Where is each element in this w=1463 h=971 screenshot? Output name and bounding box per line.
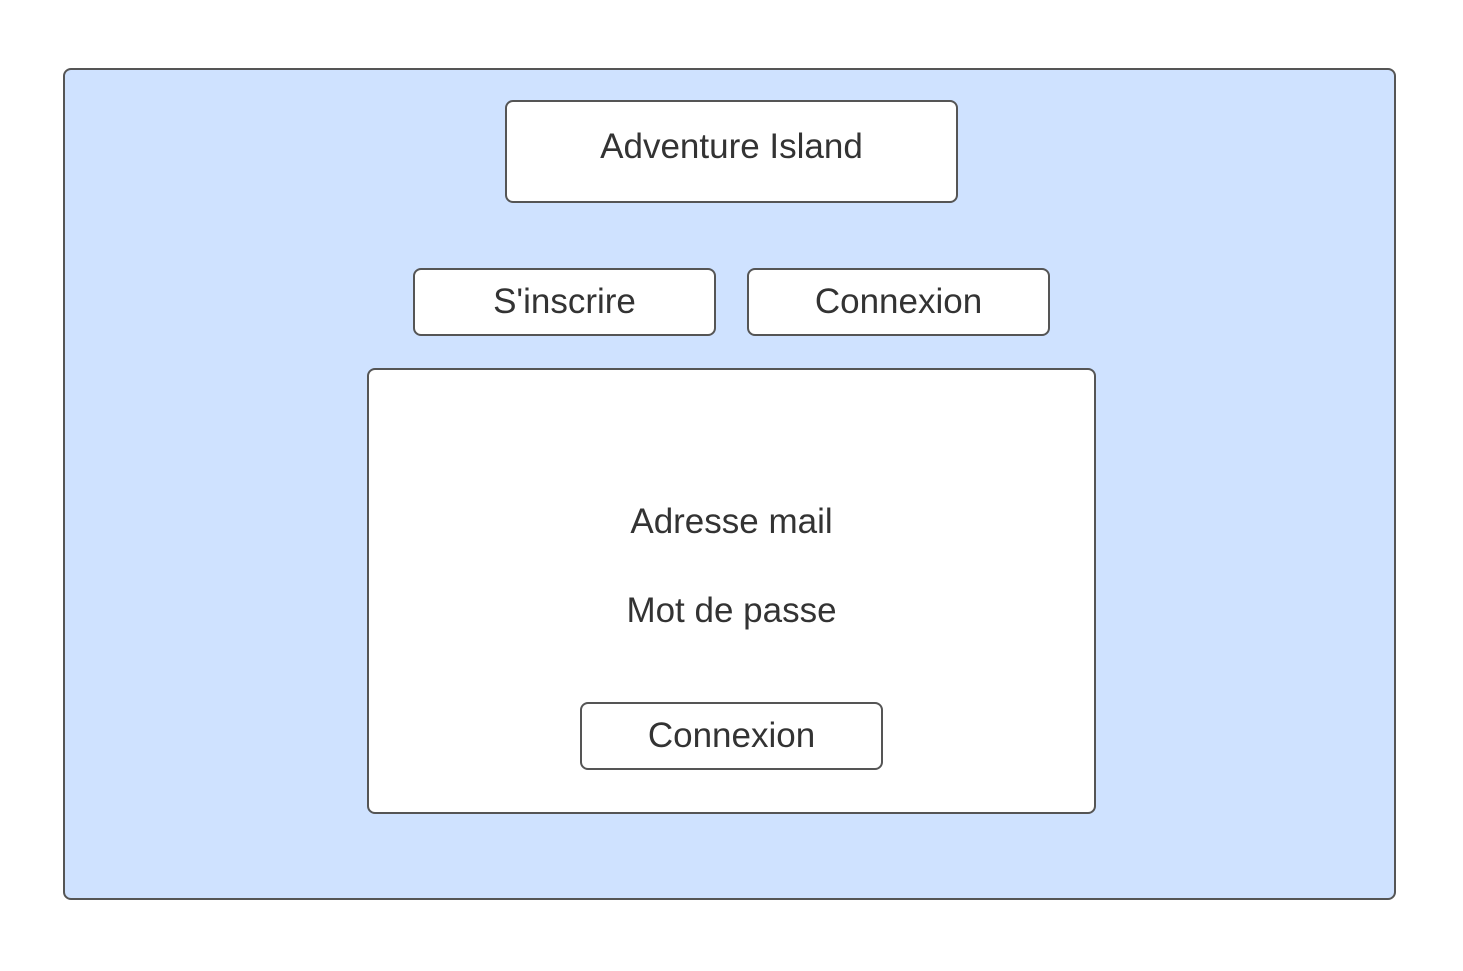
app-title: Adventure Island xyxy=(600,126,863,166)
login-tab-label: Connexion xyxy=(814,282,983,321)
login-submit-label: Connexion xyxy=(647,716,816,755)
email-field[interactable]: Adresse mail xyxy=(369,502,1094,542)
login-submit-button[interactable]: Connexion xyxy=(580,702,883,770)
email-field-label: Adresse mail xyxy=(630,502,833,541)
signup-tab-button[interactable]: S'inscrire xyxy=(413,268,716,336)
app-title-box: Adventure Island xyxy=(505,100,958,203)
password-field[interactable]: Mot de passe xyxy=(369,591,1094,631)
password-field-label: Mot de passe xyxy=(626,591,837,630)
login-tab-button[interactable]: Connexion xyxy=(747,268,1050,336)
signup-tab-label: S'inscrire xyxy=(493,282,636,321)
